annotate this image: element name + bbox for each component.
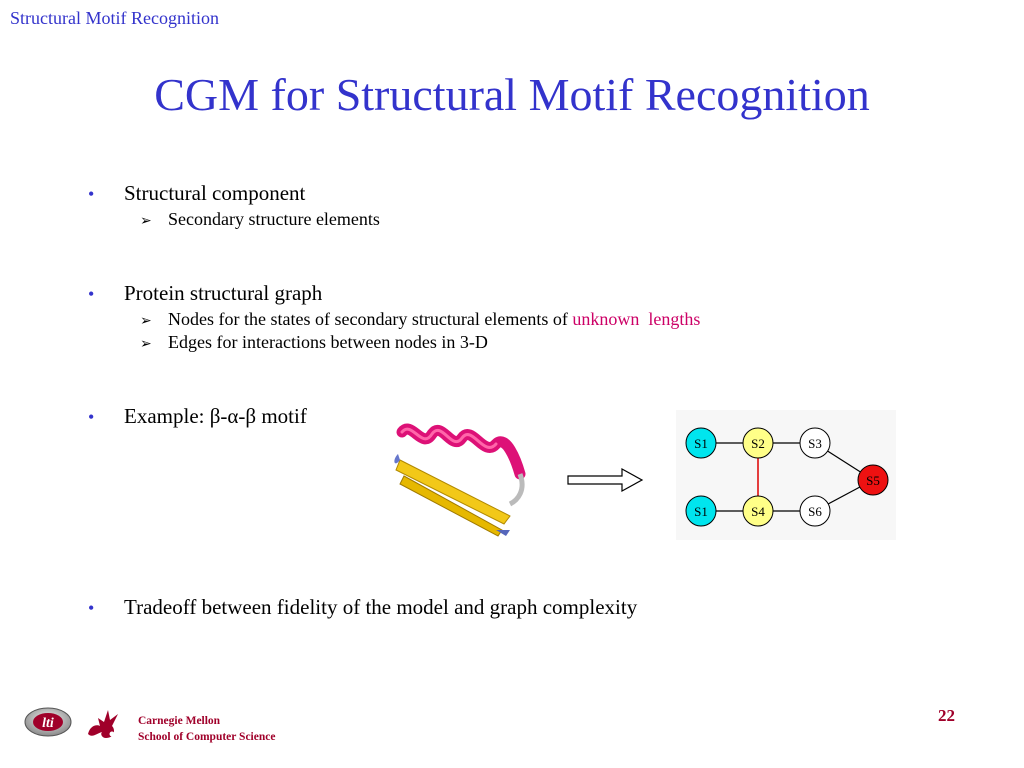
svg-text:S4: S4 — [751, 504, 765, 519]
svg-text:S1: S1 — [694, 504, 708, 519]
arrow-bullet-icon: ➢ — [140, 314, 152, 329]
bullet-protein-graph: • Protein structural graph — [88, 281, 322, 306]
bullet-label: Example: β-α-β motif — [124, 404, 307, 428]
svg-text:S5: S5 — [866, 473, 880, 488]
bullet-structural-component: • Structural component — [88, 181, 305, 206]
bullet-icon: • — [88, 184, 95, 204]
bullet-icon: • — [88, 598, 95, 618]
graph-node-s6: S6 — [799, 495, 831, 527]
header-text: Structural Motif Recognition — [10, 8, 219, 28]
svg-text:S1: S1 — [694, 436, 708, 451]
sub-bullet-edges: ➢ Edges for interactions between nodes in… — [140, 332, 488, 353]
bullet-tradeoff: • Tradeoff between fidelity of the model … — [88, 595, 637, 620]
transform-arrow-icon — [567, 467, 644, 493]
bullet-icon: • — [88, 284, 95, 304]
bullet-icon: • — [88, 407, 95, 427]
bullet-label: Structural component — [124, 181, 306, 205]
footer-institution: Carnegie Mellon School of Computer Scien… — [138, 713, 275, 745]
graph-node-s4: S4 — [742, 495, 774, 527]
svg-text:S6: S6 — [808, 504, 822, 519]
svg-text:S2: S2 — [751, 436, 765, 451]
arrow-bullet-icon: ➢ — [140, 337, 152, 352]
protein-structural-graph: S1 S2 S3 S5 S1 S4 S6 — [676, 410, 896, 540]
sub-bullet-secondary-structure: ➢ Secondary structure elements — [140, 209, 380, 230]
footer-line-2: School of Computer Science — [138, 731, 276, 743]
graph-node-s5: S5 — [857, 464, 889, 496]
page-number: 22 — [938, 706, 955, 725]
arrow-bullet-icon: ➢ — [140, 214, 152, 229]
graph-node-s3: S3 — [799, 427, 831, 459]
slide-title: CGM for Structural Motif Recognition — [154, 69, 870, 120]
graph-node-s1-top: S1 — [685, 427, 717, 459]
protein-ribbon-image — [394, 423, 526, 537]
sub-bullet-text: Edges for interactions between nodes in … — [168, 332, 488, 352]
lti-logo-icon: lti — [24, 707, 72, 737]
highlighted-text: unknown lengths — [572, 309, 701, 329]
sub-bullet-nodes: ➢ Nodes for the states of secondary struc… — [140, 309, 700, 330]
dragon-logo-icon — [88, 710, 118, 738]
bullet-label: Tradeoff between fidelity of the model a… — [124, 595, 638, 619]
bullet-label: Protein structural graph — [124, 281, 323, 305]
svg-text:lti: lti — [42, 716, 54, 731]
graph-node-s2: S2 — [742, 427, 774, 459]
sub-bullet-text: Nodes for the states of secondary struct… — [168, 309, 573, 329]
graph-node-s1-bottom: S1 — [685, 495, 717, 527]
svg-text:S3: S3 — [808, 436, 822, 451]
bullet-example: • Example: β-α-β motif — [88, 404, 307, 429]
sub-bullet-text: Secondary structure elements — [168, 209, 380, 229]
footer-line-1: Carnegie Mellon — [138, 715, 221, 727]
